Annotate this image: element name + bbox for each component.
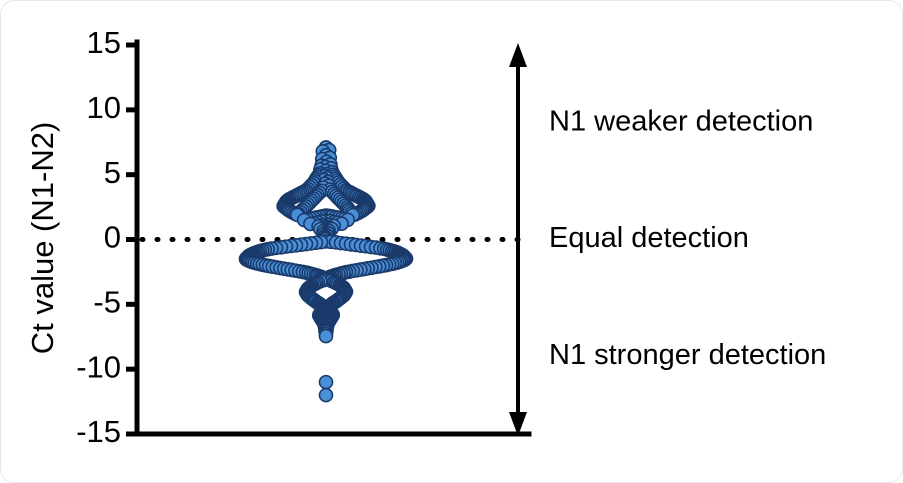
annotation-n1-stronger: N1 stronger detection [549,339,826,371]
y-tick-labels: 15 10 5 0 -5 -10 -15 [76,25,121,449]
y-tick-marks [126,42,138,437]
y-tick-label: 0 [104,220,121,255]
annotation-equal: Equal detection [549,222,749,254]
range-arrow [509,43,527,436]
y-tick-label: 10 [87,90,121,125]
y-tick-label: -15 [76,414,121,449]
annotation-n1-weaker: N1 weaker detection [549,105,813,137]
arrow-head-up-icon [509,43,527,67]
y-tick-label: -10 [76,349,121,384]
data-point-group [238,140,414,403]
y-tick-label: 15 [87,25,121,60]
y-axis-title: Ct value (N1-N2) [25,122,60,355]
arrow-head-down-icon [509,412,527,436]
data-point [318,328,334,344]
data-point [318,374,334,390]
y-tick-label: 5 [104,155,121,190]
data-point [318,387,334,403]
y-tick-label: -5 [93,285,121,320]
